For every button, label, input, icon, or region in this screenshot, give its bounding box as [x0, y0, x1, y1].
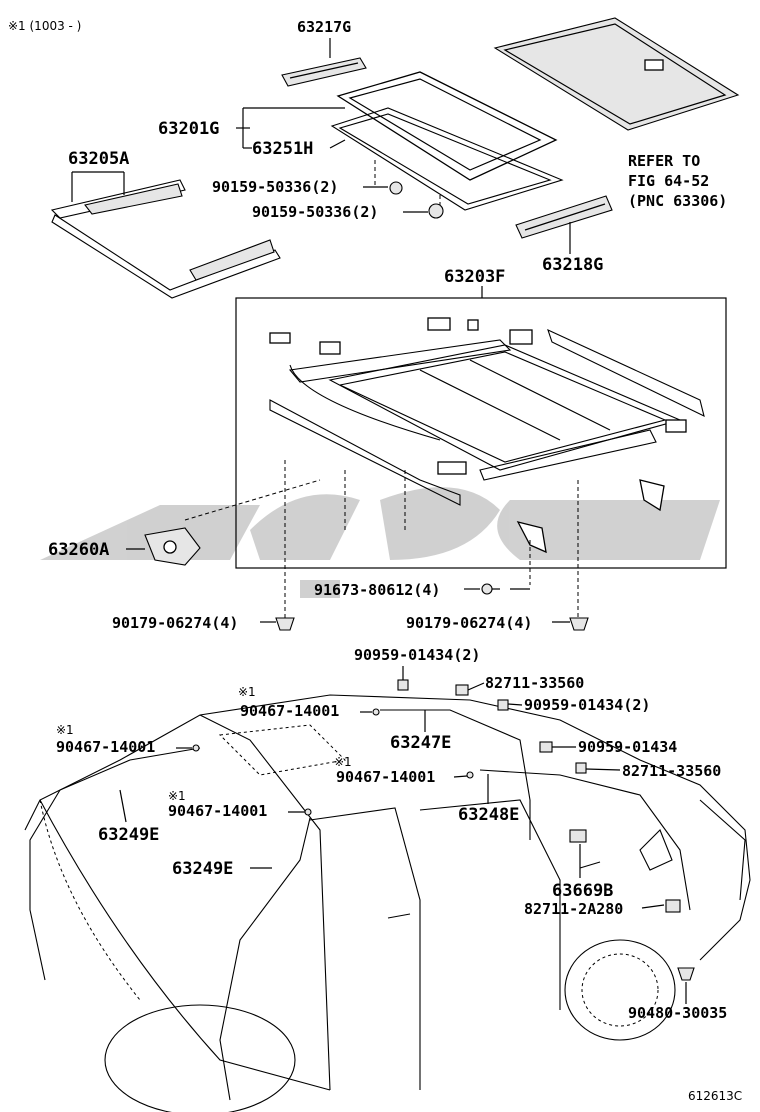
refer-line-2: FIG 64-52 — [628, 172, 709, 190]
part-63218g-drawing — [515, 195, 613, 239]
header-note: ※1 (1003 - ) — [8, 19, 81, 33]
nut-90179-right — [569, 617, 589, 631]
label-90467-a: 90467-14001 — [240, 702, 339, 720]
label-63203f: 63203F — [444, 267, 505, 287]
weatherstrip-63249e-front — [29, 747, 201, 981]
label-63260a: 63260A — [48, 540, 109, 560]
motor-63260a-drawing — [144, 527, 201, 566]
label-63217g: 63217G — [297, 18, 351, 36]
mark-b: ※1 — [56, 723, 74, 737]
label-63249e-front: 63249E — [98, 825, 159, 845]
weatherstrip-63247e — [380, 709, 531, 840]
label-82711-a: 82711-33560 — [485, 674, 584, 692]
label-63249e-center: 63249E — [172, 859, 233, 879]
mark-c: ※1 — [334, 755, 352, 769]
label-90159-upper: 90159-50336(2) — [212, 178, 338, 196]
label-90959-b: 90959-01434(2) — [524, 696, 650, 714]
vehicle-body-drawing — [24, 694, 751, 1112]
label-90179-left: 90179-06274(4) — [112, 614, 238, 632]
label-82711-c: 82711-2A280 — [524, 900, 623, 918]
label-90467-c: 90467-14001 — [336, 768, 435, 786]
label-90179-right: 90179-06274(4) — [406, 614, 532, 632]
label-63251h: 63251H — [252, 139, 313, 159]
label-91673: 91673-80612(4) — [314, 581, 440, 599]
label-90159-lower: 90159-50336(2) — [252, 203, 378, 221]
sunshade-drawing — [493, 17, 740, 131]
figure-id: 612613C — [688, 1089, 742, 1103]
label-63247e: 63247E — [390, 733, 451, 753]
clip-90159-upper — [389, 181, 403, 195]
label-90959-c: 90959-01434 — [578, 738, 677, 756]
label-63248e: 63248E — [458, 805, 519, 825]
nut-90179-left — [275, 617, 295, 631]
drain-rail-drawing — [50, 179, 281, 299]
weatherstrip-63249e-center — [219, 817, 311, 1101]
label-90480: 90480-30035 — [628, 1004, 727, 1022]
clip-90159-lower — [428, 203, 444, 219]
leader-63251h — [329, 139, 346, 149]
label-63201g: 63201G — [158, 119, 219, 139]
label-63669b: 63669B — [552, 881, 613, 901]
housing-assembly-drawing — [269, 317, 705, 554]
screw-91673-drawing — [481, 583, 500, 595]
watermark — [40, 487, 720, 598]
label-82711-b: 82711-33560 — [622, 762, 721, 780]
housing-assembly-box — [235, 297, 727, 569]
refer-line-1: REFER TO — [628, 152, 700, 170]
weatherstrip-63248e — [479, 769, 691, 911]
refer-line-3: (PNC 63306) — [628, 192, 727, 210]
glass-seal-drawing — [330, 107, 564, 211]
label-90959-a: 90959-01434(2) — [354, 646, 480, 664]
label-90467-b: 90467-14001 — [56, 738, 155, 756]
glass-panel-drawing — [336, 71, 558, 181]
drain-hose-63669b — [569, 829, 587, 843]
label-63205a: 63205A — [68, 149, 129, 169]
label-63218g: 63218G — [542, 255, 603, 275]
part-63217g-drawing — [281, 57, 367, 87]
label-90467-d: 90467-14001 — [168, 802, 267, 820]
mark-d: ※1 — [168, 789, 186, 803]
mark-a: ※1 — [238, 685, 256, 699]
